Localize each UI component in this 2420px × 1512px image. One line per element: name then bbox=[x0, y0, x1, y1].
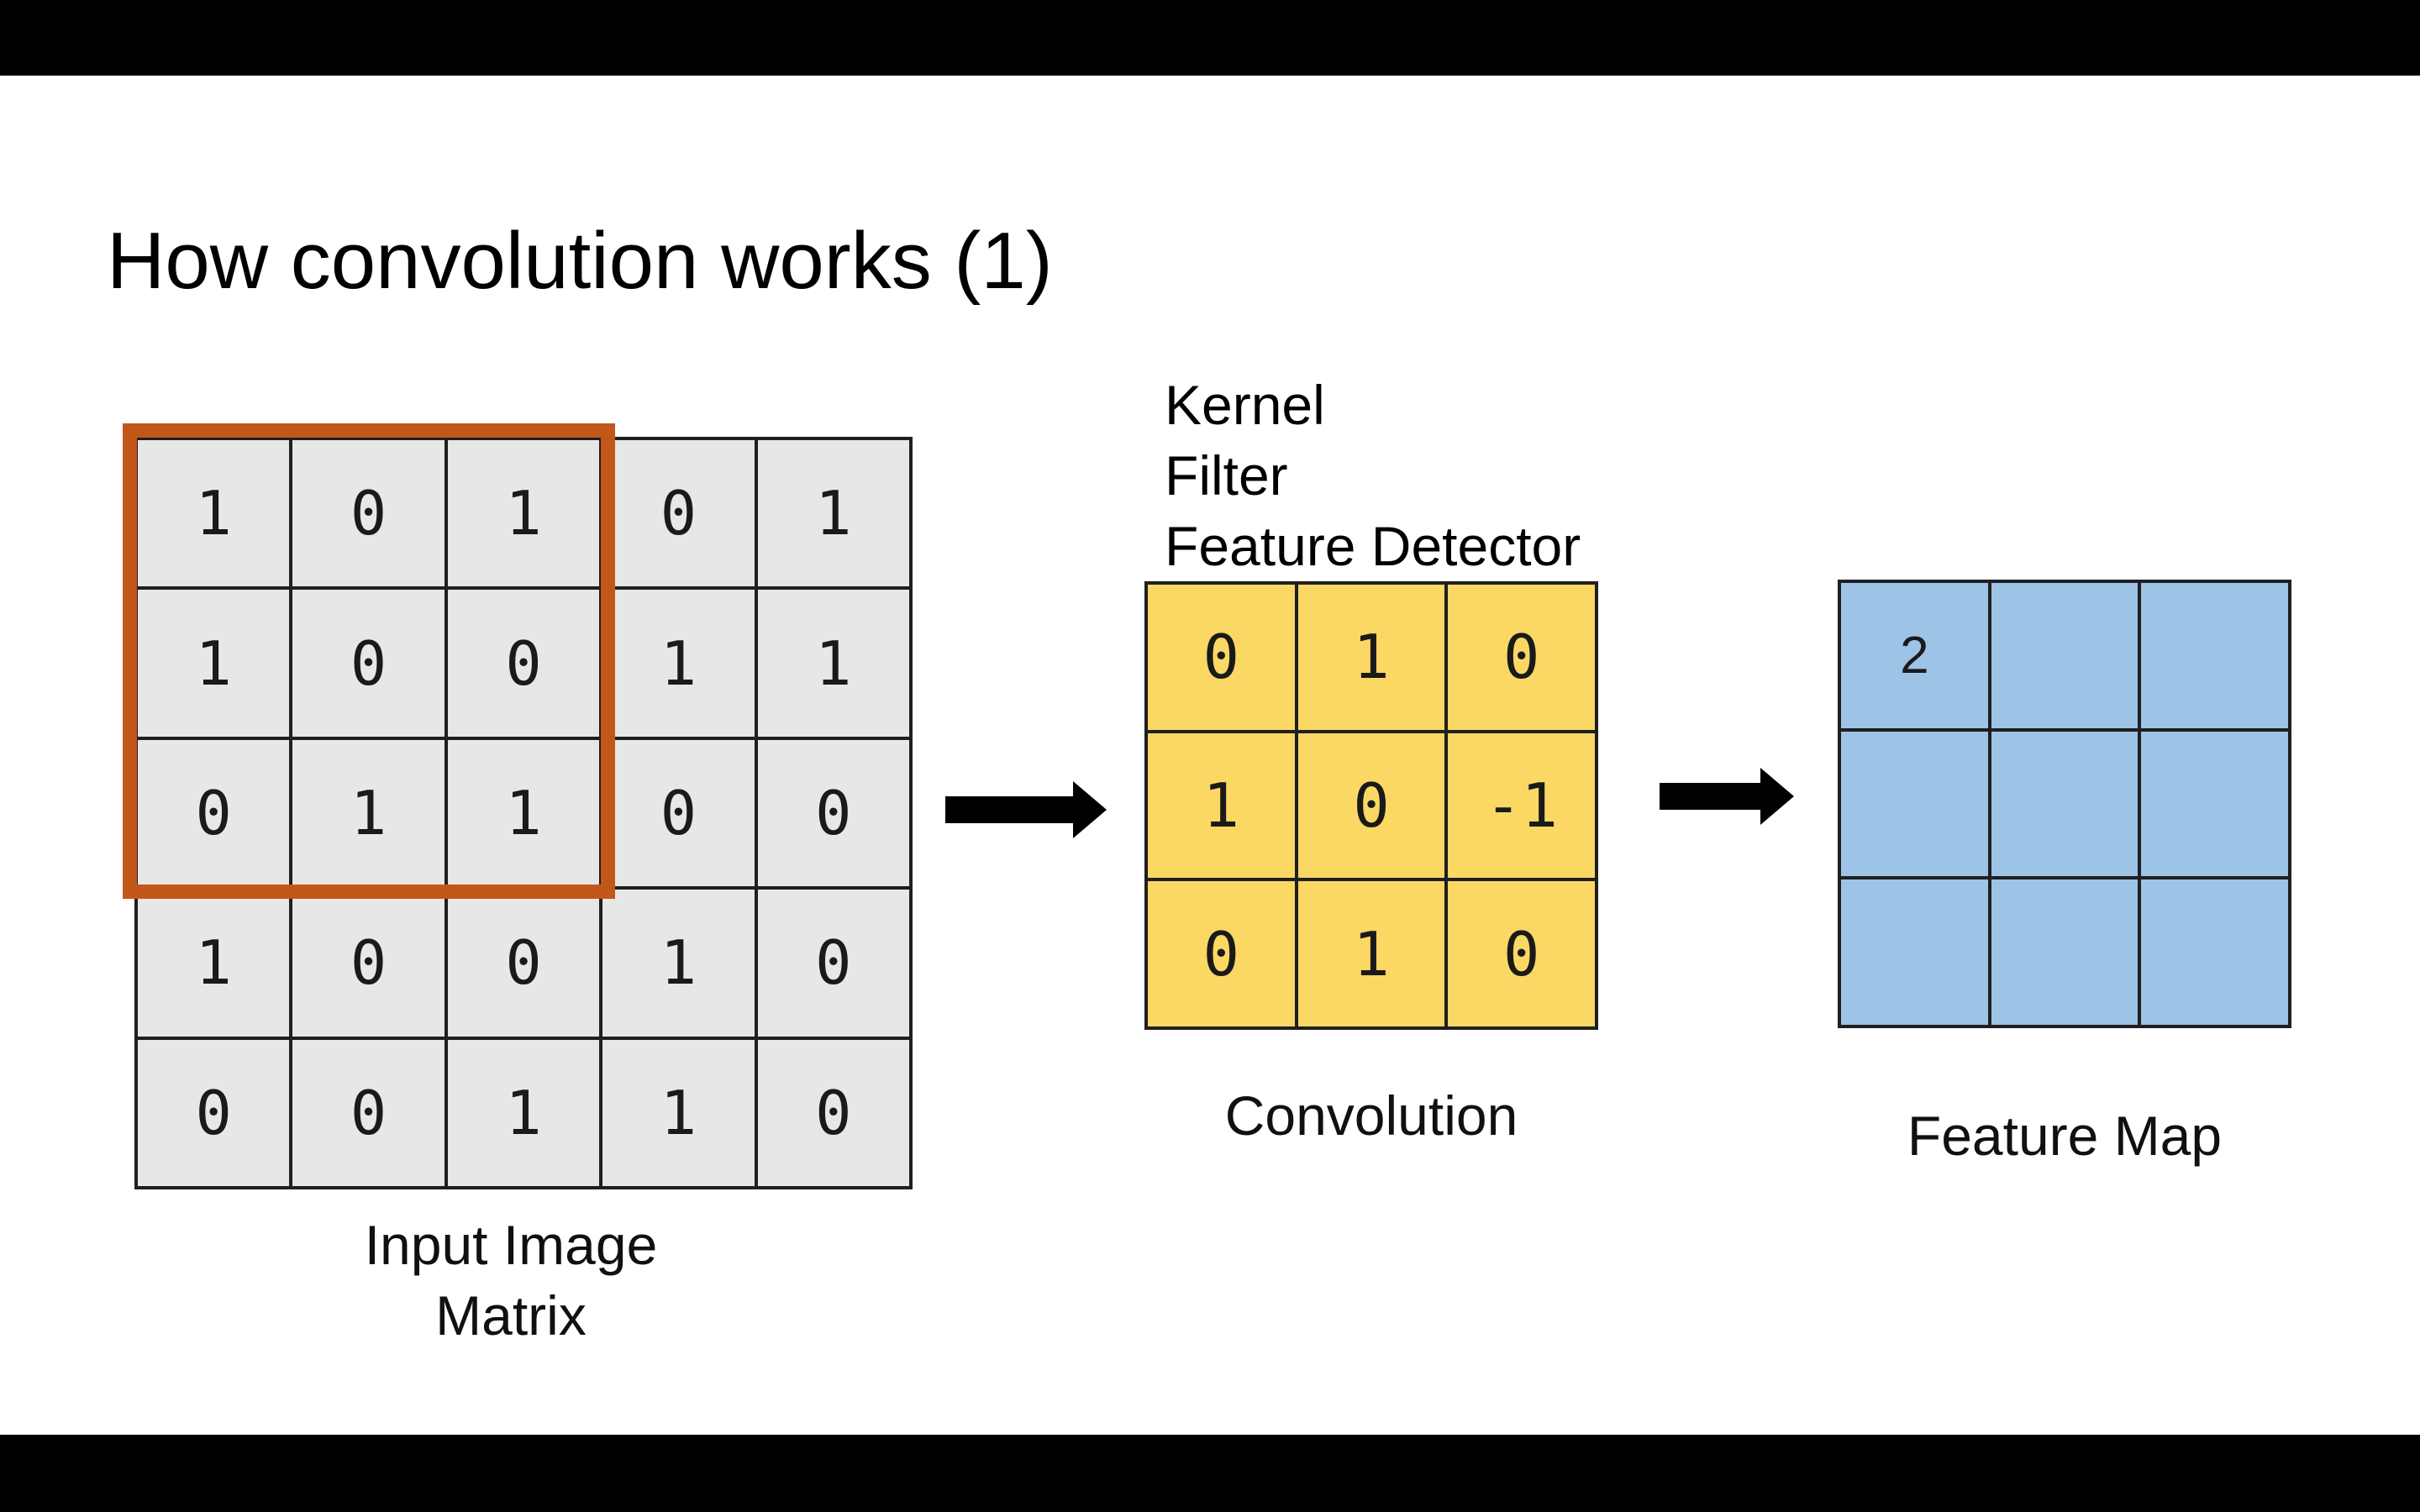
input-matrix-cell-r3c3: 1 bbox=[602, 890, 755, 1037]
input-matrix-cell-r4c0: 0 bbox=[138, 1039, 290, 1186]
right-arrow-icon bbox=[1660, 768, 1794, 825]
input-matrix-cell-r1c0: 1 bbox=[138, 590, 290, 737]
input-matrix-cell-r2c0: 0 bbox=[138, 739, 290, 887]
feature-map-cell-r0c0: 2 bbox=[1841, 583, 1988, 728]
kernel-cell-r2c1: 1 bbox=[1297, 881, 1445, 1026]
input-matrix-cell-r3c0: 1 bbox=[138, 890, 290, 1037]
feature-map-cell-r0c2 bbox=[2141, 583, 2288, 728]
kernel-cell-r0c1: 1 bbox=[1297, 585, 1445, 730]
feature-map-grid: 2 bbox=[1838, 580, 2291, 1028]
kernel-cell-r2c2: 0 bbox=[1448, 881, 1595, 1026]
feature-map-cell-r1c0 bbox=[1841, 731, 1988, 877]
input-matrix-caption-line2: Matrix bbox=[435, 1284, 587, 1347]
input-matrix-cell-r2c3: 0 bbox=[602, 739, 755, 887]
feature-map-cell-r2c1 bbox=[1991, 879, 2139, 1025]
convolution-caption: Convolution bbox=[1224, 1084, 1518, 1147]
kernel-labels: Kernel Filter Feature Detector bbox=[1165, 370, 1581, 581]
feature-map-cell-r2c0 bbox=[1841, 879, 1988, 1025]
input-matrix-caption-line1: Input Image bbox=[364, 1214, 658, 1276]
kernel-label-feature-detector: Feature Detector bbox=[1165, 515, 1581, 577]
input-matrix-cell-r1c2: 0 bbox=[447, 590, 600, 737]
input-matrix-cell-r3c4: 0 bbox=[757, 890, 909, 1037]
feature-map-caption: Feature Map bbox=[1907, 1105, 2223, 1167]
input-matrix-cell-r2c1: 1 bbox=[292, 739, 445, 887]
input-matrix-cell-r0c2: 1 bbox=[447, 440, 600, 587]
kernel-cell-r2c0: 0 bbox=[1148, 881, 1295, 1026]
kernel-cell-r0c0: 0 bbox=[1148, 585, 1295, 730]
input-matrix-cell-r4c4: 0 bbox=[757, 1039, 909, 1186]
right-arrow-head bbox=[1073, 781, 1107, 838]
input-matrix-caption: Input Image Matrix bbox=[120, 1210, 902, 1351]
input-matrix-cell-r0c4: 1 bbox=[757, 440, 909, 587]
input-matrix-cell-r4c1: 0 bbox=[292, 1039, 445, 1186]
kernel-cell-r1c2: -1 bbox=[1448, 732, 1595, 879]
input-matrix-cell-r3c2: 0 bbox=[447, 890, 600, 1037]
kernel-cell-r1c1: 0 bbox=[1297, 732, 1445, 879]
convolution-window-highlight bbox=[123, 423, 615, 899]
right-arrow-shaft bbox=[1660, 783, 1760, 810]
right-arrow-icon bbox=[945, 781, 1107, 838]
input-matrix-cell-r1c1: 0 bbox=[292, 590, 445, 737]
input-matrix-cell-r0c0: 1 bbox=[138, 440, 290, 587]
feature-map-cell-r2c2 bbox=[2141, 879, 2288, 1025]
slide-title: How convolution works (1) bbox=[107, 216, 1053, 306]
letterbox-bottom-bar bbox=[0, 1435, 2420, 1512]
input-matrix-cell-r2c4: 0 bbox=[757, 739, 909, 887]
input-matrix-cell-r0c1: 0 bbox=[292, 440, 445, 587]
feature-map-cell-r0c1 bbox=[1991, 583, 2139, 728]
feature-map-cell-r1c1 bbox=[1991, 731, 2139, 877]
input-matrix-cell-r1c4: 1 bbox=[757, 590, 909, 737]
input-matrix-cell-r0c3: 0 bbox=[602, 440, 755, 587]
input-matrix-cell-r1c3: 1 bbox=[602, 590, 755, 737]
input-matrix-cell-r2c2: 1 bbox=[447, 739, 600, 887]
input-matrix-cell-r3c1: 0 bbox=[292, 890, 445, 1037]
input-matrix-cell-r4c3: 1 bbox=[602, 1039, 755, 1186]
kernel-label-filter: Filter bbox=[1165, 444, 1288, 507]
feature-map-cell-r1c2 bbox=[2141, 731, 2288, 877]
right-arrow-shaft bbox=[945, 796, 1073, 823]
right-arrow-head bbox=[1760, 768, 1794, 825]
kernel-label-kernel: Kernel bbox=[1165, 374, 1325, 436]
input-matrix-cell-r4c2: 1 bbox=[447, 1039, 600, 1186]
letterbox-top-bar bbox=[0, 0, 2420, 76]
kernel-cell-r0c2: 0 bbox=[1448, 585, 1595, 730]
kernel-cell-r1c0: 1 bbox=[1148, 732, 1295, 879]
